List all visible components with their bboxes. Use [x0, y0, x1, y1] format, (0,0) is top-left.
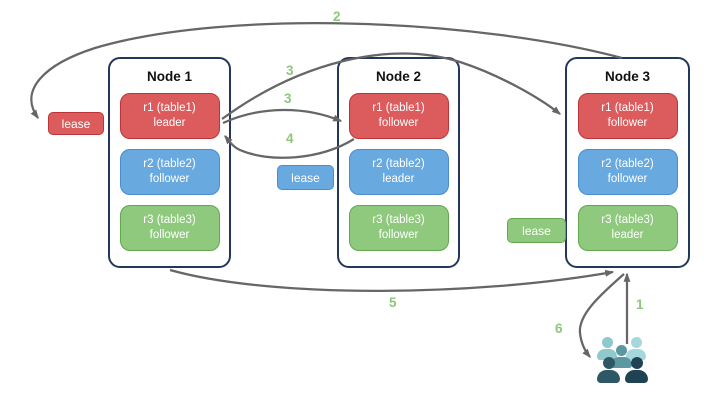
lease-badge-blue: lease — [277, 165, 334, 190]
lease-badge-green: lease — [507, 218, 566, 243]
replica-label: r2 (table2) — [372, 158, 425, 171]
replica-label: r1 (table1) — [601, 102, 654, 115]
person-icon — [625, 357, 648, 383]
node-1-replica-r3: r3 (table3) follower — [119, 205, 220, 251]
arrow-step-3-leader-to-node2 — [222, 108, 343, 125]
replica-label: r3 (table3) — [143, 214, 196, 227]
person-icon — [626, 337, 646, 360]
replica-role: leader — [611, 229, 644, 241]
node-3-title: Node 3 — [604, 69, 650, 84]
node-3-replica-r3: r3 (table3) leader — [577, 205, 678, 251]
replica-role: leader — [382, 173, 415, 185]
replica-role: follower — [378, 117, 419, 129]
replica-label: r3 (table3) — [372, 214, 425, 227]
person-icon — [597, 357, 620, 383]
replica-label: r2 (table2) — [143, 158, 196, 171]
node-1-title: Node 1 — [146, 69, 192, 84]
replica-role: leader — [153, 117, 186, 129]
arrow-step-5-node1-to-node3 — [169, 268, 615, 292]
node-2-replica-r3: r3 (table3) follower — [348, 205, 449, 251]
node-2-title: Node 2 — [375, 69, 421, 84]
replica-role: follower — [149, 229, 190, 241]
step-label-5: 5 — [389, 295, 397, 310]
node-2-replica-r1: r1 (table1) follower — [348, 93, 449, 139]
step-label-4: 4 — [286, 131, 294, 146]
step-label-2: 2 — [333, 9, 341, 24]
step-label-1: 1 — [636, 297, 644, 312]
replica-label: r1 (table1) — [143, 102, 196, 115]
lease-badge-red: lease — [48, 112, 104, 135]
node-2-replica-r2: r2 (table2) leader — [348, 149, 449, 195]
replica-role: follower — [607, 173, 648, 185]
replica-role: follower — [149, 173, 190, 185]
replica-label: r1 (table1) — [372, 102, 425, 115]
node-3-replica-r2: r2 (table2) follower — [577, 149, 678, 195]
step-label-6: 6 — [555, 321, 563, 336]
node-3: Node 3 r1 (table1) follower r2 (table2) … — [565, 57, 690, 268]
node-1-replica-r1: r1 (table1) leader — [119, 93, 220, 139]
replica-role: follower — [607, 117, 648, 129]
replica-label: r2 (table2) — [601, 158, 654, 171]
replica-label: r3 (table3) — [601, 214, 654, 227]
node-1-replica-r2: r2 (table2) follower — [119, 149, 220, 195]
step-label-3-upper: 3 — [286, 63, 294, 78]
step-label-3-lower: 3 — [284, 91, 292, 106]
replica-role: follower — [378, 229, 419, 241]
node-1: Node 1 r1 (table1) leader r2 (table2) fo… — [108, 57, 231, 268]
node-2: Node 2 r1 (table1) follower r2 (table2) … — [337, 57, 460, 268]
node-3-replica-r1: r1 (table1) follower — [577, 93, 678, 139]
